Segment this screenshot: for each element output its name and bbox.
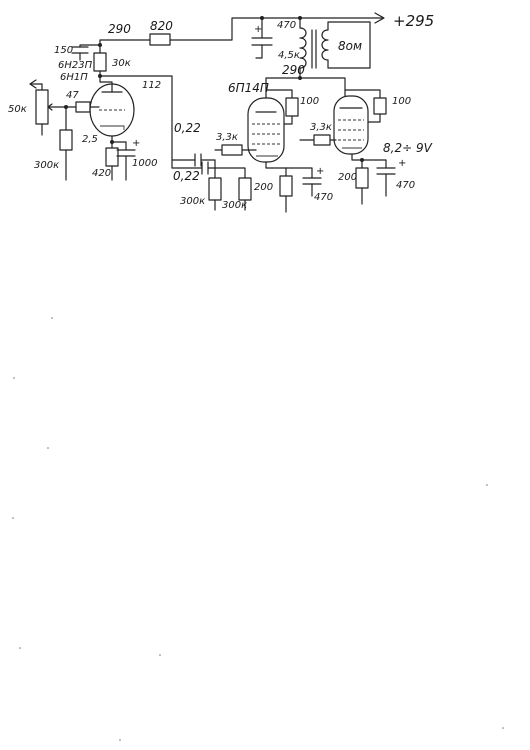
output-grid-resistors [208, 159, 252, 211]
output-pentode-2 [333, 95, 369, 161]
main-cap-label: 470 [277, 20, 296, 31]
output-transformer [299, 17, 371, 79]
transformer-resistance-label: 4,5к [278, 50, 300, 61]
cathode-network-output-2 [355, 158, 396, 205]
resistor-30k-label: 30к [112, 58, 131, 69]
grid-leak-300k [59, 106, 73, 181]
cap-470-b-label: 470 [396, 180, 415, 191]
grid-stopper-33k-b [299, 134, 337, 146]
resistor-200-b-label: 200 [338, 172, 357, 183]
plus-sign-cathode-1: + [316, 166, 324, 177]
resistor-300k-a-label: 300к [180, 196, 205, 207]
pot-50k-label: 50к [8, 104, 27, 115]
voltage-25-label: 2,5 [82, 134, 98, 145]
grid-stopper-47 [64, 101, 100, 113]
output-tube-type-label: 6П14П [228, 81, 269, 95]
cap-470-a-label: 470 [314, 192, 333, 203]
scan-specks [12, 317, 504, 741]
cap-1000-label: 1000 [132, 158, 157, 169]
resistor-420-label: 420 [92, 168, 111, 179]
speaker-impedance-label: 8ом [338, 39, 362, 53]
cap-150-label: 150 [54, 45, 73, 56]
coupling-cap-top-label: 0,22 [174, 121, 201, 135]
tube-type-label: 6Н23П [58, 60, 93, 71]
anode-voltage-290-label: 290 [282, 63, 305, 77]
resistor-300k-b-label: 300к [222, 200, 247, 211]
dropper-value-label: 820 [150, 19, 173, 33]
resistor-47-label: 47 [66, 90, 79, 101]
tube-type-alt-label: 6Н1П [60, 72, 88, 83]
input-potentiometer-50k [29, 79, 67, 136]
screen-resistor-100-a-label: 100 [300, 96, 319, 107]
cathode-network-input [105, 135, 136, 181]
plus-sign-cathode-2: + [398, 158, 406, 169]
plus-sign-cathode-cap: + [132, 138, 140, 149]
cathode-network-output-1 [265, 161, 322, 213]
decoupling-capacitor-150 [71, 44, 101, 61]
resistor-200-a-label: 200 [254, 182, 273, 193]
screen-resistor-100-b-label: 100 [392, 96, 411, 107]
resistor-33k-a-label: 3,3к [216, 132, 238, 143]
resistor-300k-input-label: 300к [34, 160, 59, 171]
main-filter-capacitor [251, 17, 273, 59]
coupling-capacitors [171, 153, 216, 175]
plus-sign-main-cap: + [254, 24, 262, 35]
resistor-33k-b-label: 3,3к [310, 122, 332, 133]
bias-voltage-label: 8,2÷ 9V [383, 141, 433, 155]
dropper-resistor-820 [98, 26, 233, 47]
node-290-label: 290 [108, 22, 131, 36]
supply-voltage-label: +295 [393, 12, 434, 30]
coupling-cap-bottom-label: 0,22 [173, 169, 200, 183]
anode-bus [265, 76, 387, 125]
anode-voltage-112-label: 112 [142, 80, 161, 91]
